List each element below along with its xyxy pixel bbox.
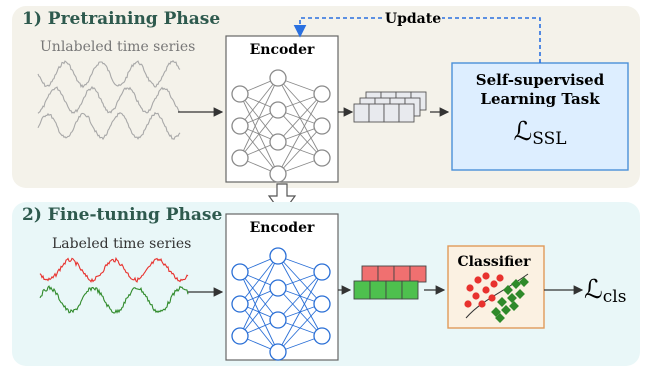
cls-loss-symbol: ℒ xyxy=(584,275,603,305)
pretraining-network-connection xyxy=(277,125,323,175)
class-point-green xyxy=(509,301,519,311)
class-point-green xyxy=(501,305,511,315)
pretraining-network-connection xyxy=(277,93,323,143)
pretraining-network-neuron xyxy=(313,85,331,103)
update-label-bg xyxy=(384,10,442,26)
finetuning-network-neuron xyxy=(313,263,331,281)
class-point-red xyxy=(488,294,496,302)
pretraining-feature-cell xyxy=(398,103,415,123)
finetuning-feature-cell-green xyxy=(353,280,371,300)
class-point-red xyxy=(482,286,490,294)
class-point-red xyxy=(478,300,486,308)
finetuning-feature-cell-green xyxy=(401,280,419,300)
cls-loss-subscript: cls xyxy=(603,287,627,307)
class-point-red xyxy=(482,272,490,280)
finetuning-feature-cell-green xyxy=(385,280,403,300)
finetuning-network-neuron xyxy=(231,295,249,313)
class-point-red xyxy=(474,276,482,284)
class-point-green xyxy=(491,307,501,317)
unlabeled-time-series xyxy=(37,59,181,141)
pretraining-network-neuron xyxy=(231,149,249,167)
finetuning-network-connection xyxy=(239,255,279,305)
classifier-label: Classifier xyxy=(457,254,531,270)
finetuning-feature-cell-red xyxy=(393,265,411,283)
labeled-series-label: Labeled time series xyxy=(52,236,191,252)
class-point-green xyxy=(519,277,529,287)
finetuning-feature-maps xyxy=(353,265,427,300)
finetuning-network-connection xyxy=(239,255,279,337)
class-point-green xyxy=(511,279,521,289)
labeled-series-red xyxy=(39,256,189,283)
finetuning-network-neuron xyxy=(269,343,287,361)
class-point-green xyxy=(507,293,517,303)
finetuning-feature-cell-green xyxy=(369,280,387,300)
cls-loss: ℒcls xyxy=(584,275,626,307)
update-label: Update xyxy=(385,11,441,27)
labeled-time-series xyxy=(39,256,189,314)
finetuning-title: 2) Fine-tuning Phase xyxy=(22,205,222,225)
classifier-scatter xyxy=(464,272,529,323)
finetuning-network-neuron xyxy=(313,327,331,345)
class-point-red xyxy=(490,280,498,288)
task-line-1: Self-supervised xyxy=(476,71,605,89)
pretraining-network-connection xyxy=(239,109,279,159)
pretraining-title: 1) Pretraining Phase xyxy=(22,9,220,29)
pretraining-network-connection xyxy=(239,77,279,159)
finetuning-feature-cell-red xyxy=(409,265,427,283)
class-point-green xyxy=(503,285,513,295)
class-point-red xyxy=(472,292,480,300)
ssl-loss-subscript: SSL xyxy=(532,129,566,149)
class-point-red xyxy=(496,274,504,282)
class-point-green xyxy=(495,313,505,323)
pretraining-feature-cell xyxy=(353,103,370,123)
unlabeled-series-line xyxy=(37,85,181,114)
pretraining-neural-network xyxy=(231,69,331,183)
finetuning-network-neuron xyxy=(231,327,249,345)
pretraining-network-neuron xyxy=(313,149,331,167)
finetuning-feature-cell-red xyxy=(361,265,379,283)
finetuning-encoder-label: Encoder xyxy=(250,220,315,236)
finetuning-network-neuron xyxy=(231,263,249,281)
self-supervised-task-box xyxy=(451,62,629,171)
task-line-2: Learning Task xyxy=(480,90,600,108)
finetuning-network-connection xyxy=(277,271,323,353)
finetuning-network-connection xyxy=(277,303,323,353)
finetuning-network-neuron xyxy=(313,295,331,313)
finetuning-network-neuron xyxy=(269,247,287,265)
pretraining-network-neuron xyxy=(269,165,287,183)
ssl-loss-symbol: ℒ xyxy=(513,117,532,147)
pretraining-feature-cell xyxy=(383,103,400,123)
finetuning-network-neuron xyxy=(269,311,287,329)
unlabeled-series-label: Unlabeled time series xyxy=(40,39,195,55)
pretraining-network-neuron xyxy=(231,85,249,103)
class-point-green xyxy=(515,289,525,299)
finetuning-network-connection xyxy=(277,271,323,321)
pretraining-feature-maps xyxy=(353,91,427,123)
finetuning-network-neuron xyxy=(269,279,287,297)
labeled-series-green xyxy=(39,285,189,314)
class-point-red xyxy=(466,284,474,292)
pretraining-network-connection xyxy=(277,93,323,175)
finetuning-neural-network xyxy=(231,247,331,361)
finetuning-network-connection xyxy=(239,287,279,337)
pretraining-encoder-label: Encoder xyxy=(250,42,315,58)
pretraining-network-neuron xyxy=(313,117,331,135)
pretraining-network-neuron xyxy=(269,101,287,119)
class-point-green xyxy=(497,297,507,307)
class-point-red xyxy=(464,300,472,308)
pretraining-network-neuron xyxy=(231,117,249,135)
ssl-loss: ℒSSL xyxy=(513,117,566,149)
unlabeled-series-line xyxy=(37,111,181,141)
pretraining-network-connection xyxy=(239,77,279,127)
finetuning-feature-cell-red xyxy=(377,265,395,283)
pretraining-feature-cell xyxy=(368,103,385,123)
unlabeled-series-line xyxy=(37,59,181,89)
pretraining-network-neuron xyxy=(269,133,287,151)
pretraining-network-neuron xyxy=(269,69,287,87)
